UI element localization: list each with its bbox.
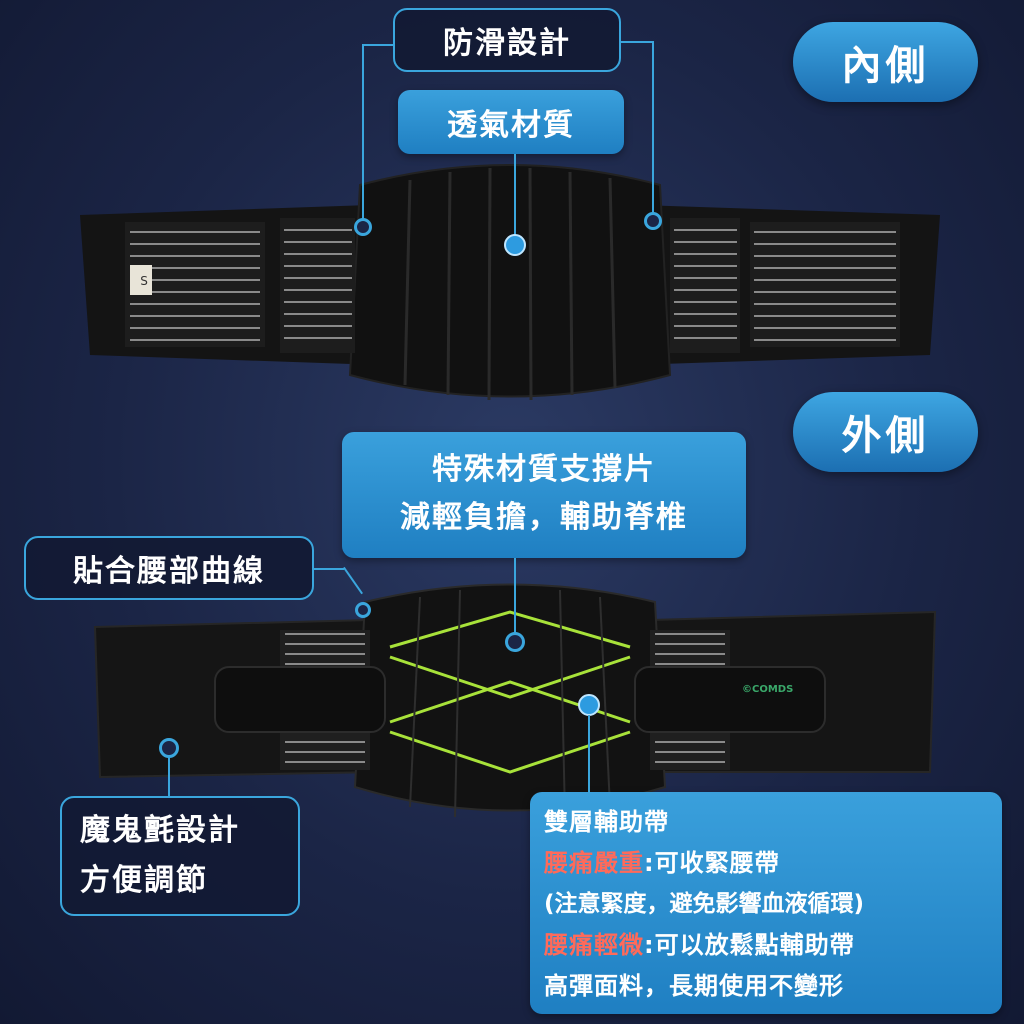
double-strap-callout: 雙層輔助帶 腰痛嚴重:可收緊腰帶 (注意緊度，避免影響血液循環) 腰痛輕微:可以…	[530, 792, 1002, 1014]
connector-line	[314, 568, 344, 570]
velcro-callout: 魔鬼氈設計 方便調節	[60, 796, 300, 916]
breathable-callout: 透氣材質	[398, 90, 624, 154]
velcro-line-2: 方便調節	[80, 863, 208, 898]
support-line-1: 特殊材質支撐片	[432, 452, 656, 487]
marker-dot	[354, 218, 372, 236]
mild-row: 腰痛輕微:可以放鬆點輔助帶	[544, 925, 988, 966]
support-line-2: 減輕負擔，輔助脊椎	[400, 500, 688, 535]
connector-line	[514, 154, 516, 242]
marker-dot	[355, 602, 371, 618]
marker-dot	[578, 694, 600, 716]
connector-line	[588, 715, 590, 793]
waist-fit-callout: 貼合腰部曲線	[24, 536, 314, 600]
mild-text: :可以放鬆點輔助帶	[644, 931, 855, 959]
velcro-line-1: 魔鬼氈設計	[80, 813, 240, 848]
connector-line	[362, 44, 364, 224]
brand-logo: ©COMDS	[742, 684, 794, 695]
outer-side-badge: 外側	[793, 392, 978, 472]
outer-belt-image	[93, 583, 937, 818]
marker-dot	[505, 632, 525, 652]
circulation-note: (注意緊度，避免影響血液循環)	[544, 891, 865, 917]
connector-line	[652, 41, 654, 221]
inner-side-badge: 內側	[793, 22, 978, 102]
connector-line	[362, 44, 394, 46]
severe-row: 腰痛嚴重:可收緊腰帶	[544, 843, 988, 884]
connector-line	[620, 41, 654, 43]
support-plate-callout: 特殊材質支撐片 減輕負擔，輔助脊椎	[342, 432, 746, 558]
mild-label: 腰痛輕微	[544, 931, 644, 959]
connector-line	[514, 558, 516, 640]
severe-label: 腰痛嚴重	[544, 849, 644, 877]
anti-slip-callout: 防滑設計	[393, 8, 621, 72]
marker-dot	[644, 212, 662, 230]
marker-dot	[159, 738, 179, 758]
inner-belt-image	[80, 164, 940, 401]
connector-line	[168, 752, 170, 798]
size-tag-label: S	[140, 274, 148, 288]
marker-dot	[504, 234, 526, 256]
severe-text: :可收緊腰帶	[644, 849, 780, 877]
double-strap-title: 雙層輔助帶	[544, 808, 669, 836]
fabric-text: 高彈面料，長期使用不變形	[544, 972, 844, 1000]
